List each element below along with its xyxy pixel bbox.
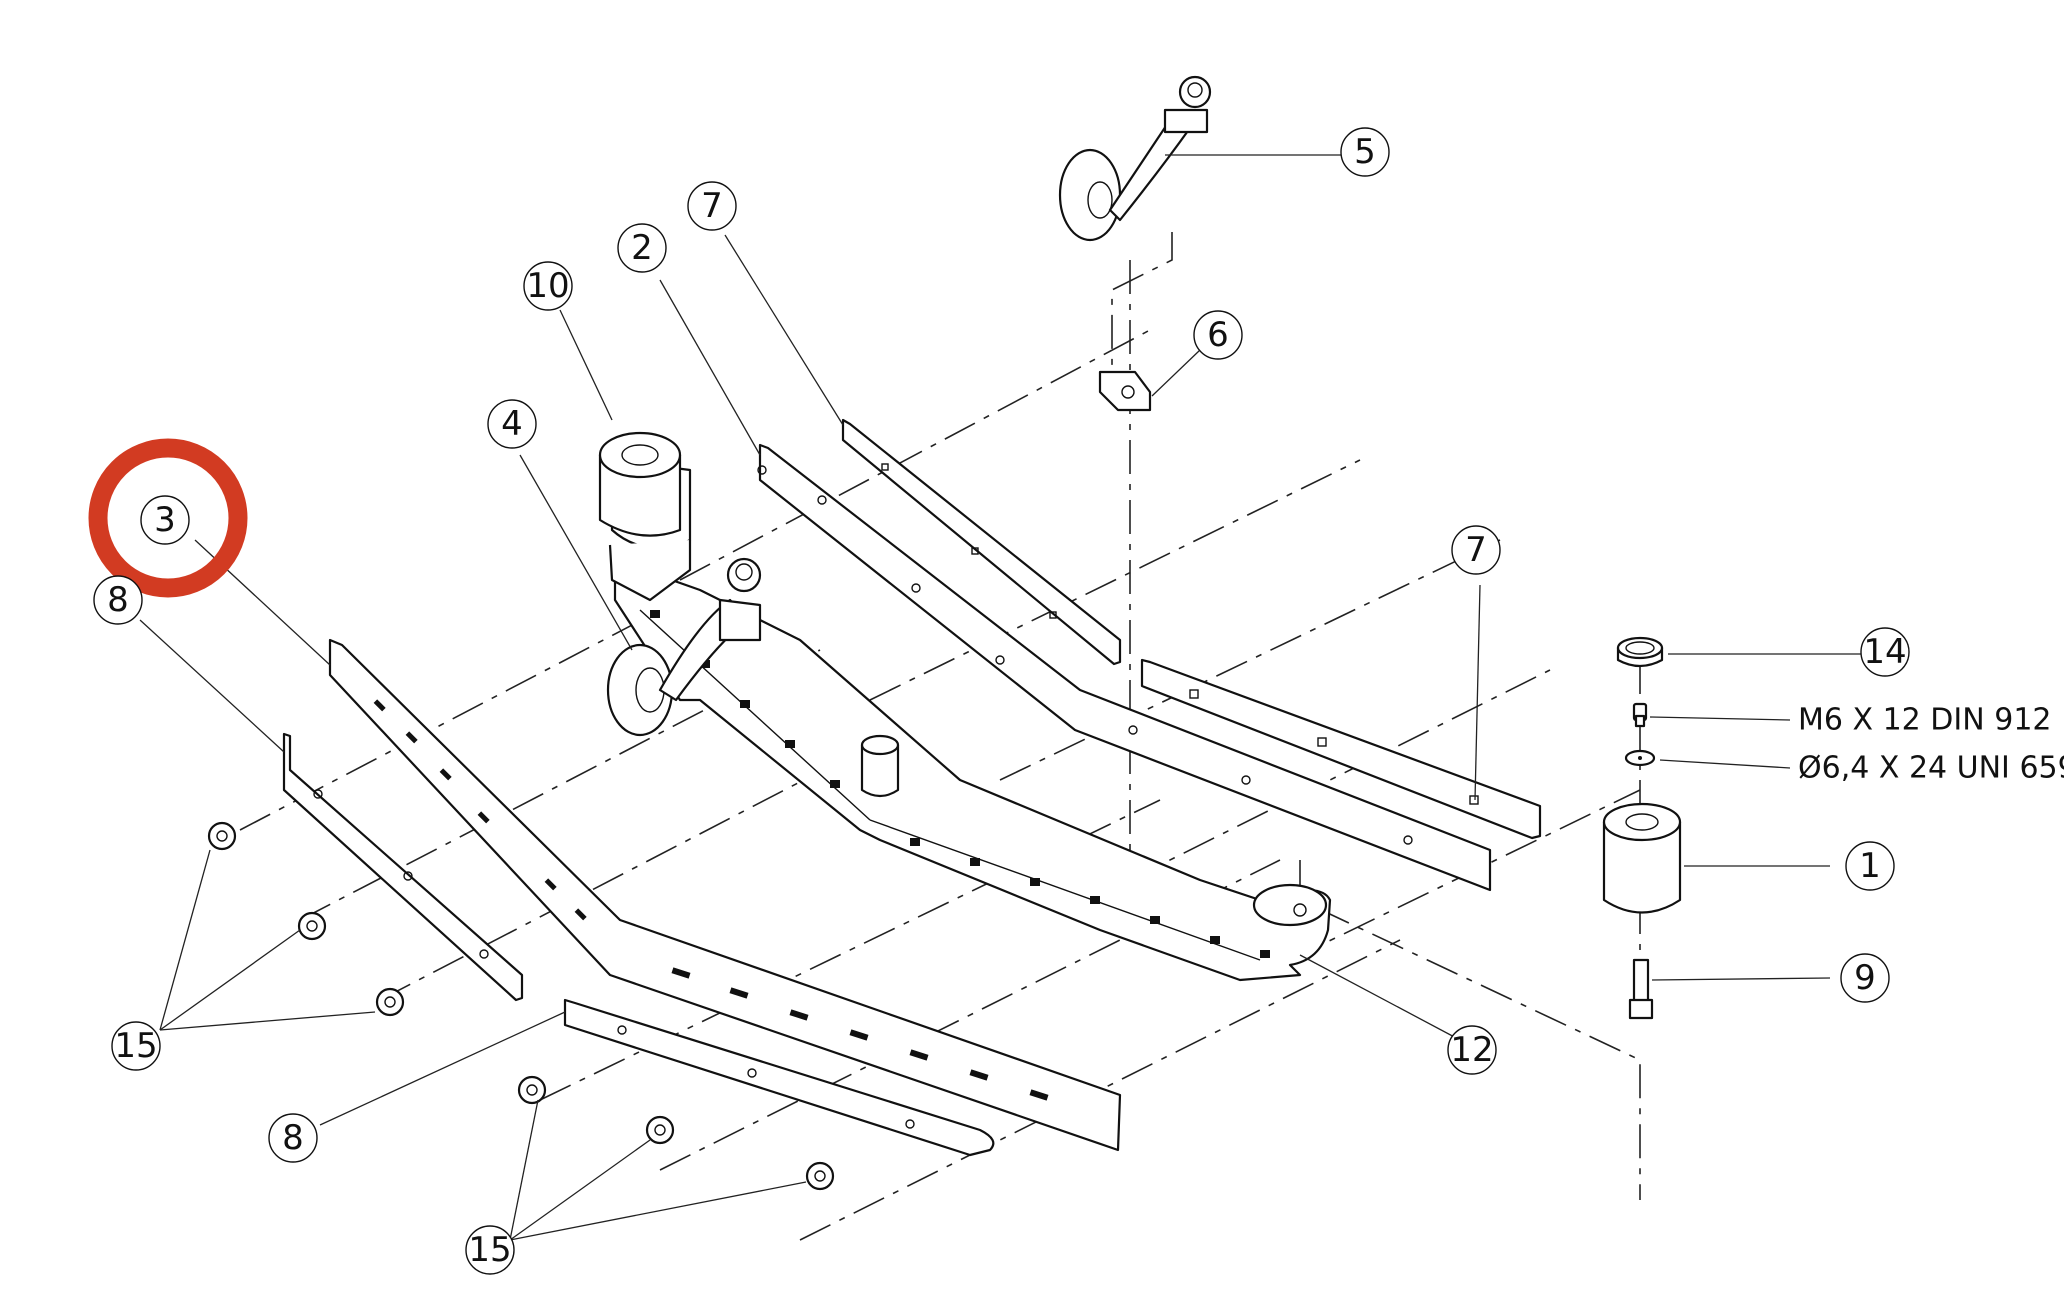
- svg-text:7: 7: [1465, 530, 1487, 570]
- spec-screw: M6 X 12 DIN 912: [1798, 703, 2052, 738]
- svg-text:14: 14: [1863, 632, 1906, 672]
- part-15-knobs: [207, 821, 835, 1191]
- callout-10[interactable]: 10: [523, 261, 573, 311]
- callout-15-left[interactable]: 15: [111, 1021, 161, 1071]
- callout-2[interactable]: 2: [617, 223, 667, 273]
- callout-6[interactable]: 6: [1193, 310, 1243, 360]
- part-7-strip-right: [1140, 658, 1542, 840]
- spec-washer: Ø6,4 X 24 UNI 6593: [1798, 751, 2064, 786]
- part-9-bolt: [1628, 958, 1654, 1020]
- callout-7-top[interactable]: 7: [687, 181, 737, 231]
- callout-8-left[interactable]: 8: [93, 575, 143, 625]
- callout-5[interactable]: 5: [1340, 127, 1390, 177]
- callout-14[interactable]: 14: [1860, 627, 1910, 677]
- svg-text:8: 8: [107, 580, 129, 620]
- part-12-frame: [613, 558, 1332, 982]
- part-4-wheel: [606, 557, 762, 737]
- callout-9[interactable]: 9: [1840, 953, 1890, 1003]
- svg-text:10: 10: [526, 266, 569, 306]
- washer: [1624, 749, 1656, 767]
- part-14-cap: [1616, 636, 1664, 668]
- svg-text:15: 15: [114, 1026, 157, 1066]
- part-6-bracket: [1098, 370, 1152, 412]
- screw: [1632, 702, 1648, 728]
- callout-12[interactable]: 12: [1447, 1025, 1497, 1075]
- svg-text:4: 4: [501, 404, 523, 444]
- part-10-roller: [598, 431, 692, 602]
- svg-text:9: 9: [1854, 958, 1876, 998]
- svg-text:2: 2: [631, 228, 653, 268]
- svg-text:15: 15: [468, 1230, 511, 1270]
- part-8-strip-bottom: [563, 998, 995, 1157]
- callout-1[interactable]: 1: [1845, 841, 1895, 891]
- callout-7-right[interactable]: 7: [1451, 525, 1501, 575]
- svg-text:5: 5: [1354, 132, 1376, 172]
- callout-15-bottom[interactable]: 15: [465, 1225, 515, 1275]
- part-1-bushing: [1602, 802, 1682, 914]
- callout-8-bottom[interactable]: 8: [268, 1113, 318, 1163]
- svg-text:8: 8: [282, 1118, 304, 1158]
- svg-text:3: 3: [154, 500, 176, 540]
- svg-text:1: 1: [1859, 846, 1881, 886]
- svg-text:7: 7: [701, 186, 723, 226]
- svg-text:12: 12: [1450, 1030, 1493, 1070]
- part-3-blade: [328, 638, 1122, 1152]
- leader-lines: [139, 154, 1870, 1241]
- svg-text:6: 6: [1207, 315, 1229, 355]
- highlight-ring: [88, 438, 248, 598]
- part-5-wheel: [1058, 75, 1212, 242]
- part-8-strip-left: [282, 732, 524, 1002]
- callout-3[interactable]: 3: [140, 495, 190, 545]
- part-2-blade: [757, 443, 1492, 892]
- part-7-strip-top: [841, 418, 1122, 666]
- callout-4[interactable]: 4: [487, 399, 537, 449]
